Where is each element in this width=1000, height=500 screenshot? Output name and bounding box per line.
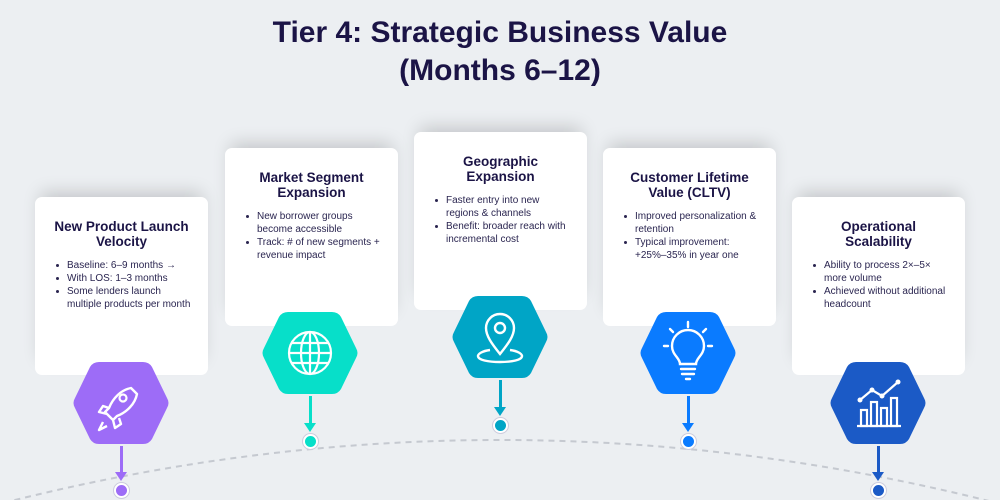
bar-chart-icon (830, 362, 926, 444)
bullet-item: Track: # of new segments + revenue impac… (245, 236, 384, 262)
step-title: Customer Lifetime Value (CLTV) (630, 170, 749, 200)
connector-arrow (876, 446, 880, 478)
bullet-item: Achieved without additional headcount (812, 285, 951, 311)
rocket-icon (73, 362, 169, 444)
arrowhead-icon (115, 472, 127, 481)
lightbulb-icon (640, 312, 736, 394)
map-pin-icon (452, 296, 548, 378)
timeline-dot (870, 482, 886, 498)
arrowhead-icon (494, 407, 506, 416)
page-title: Tier 4: Strategic Business Value (Months … (0, 14, 1000, 90)
title-line-2: (Months 6–12) (399, 54, 601, 87)
step-title: Operational Scalability (840, 219, 916, 249)
timeline-dot (680, 433, 696, 449)
connector-arrow (308, 396, 312, 429)
connector-arrow (119, 446, 123, 478)
bullet-item: Some lenders launch multiple products pe… (55, 285, 194, 311)
arrowhead-icon (304, 423, 316, 432)
bullet-item: Improved personalization & retention (623, 210, 762, 236)
bullet-item: Faster entry into new regions & channels (434, 194, 573, 220)
connector-arrow (498, 380, 502, 413)
timeline-dot (492, 417, 508, 433)
step-title: Geographic Expansion (462, 154, 538, 184)
step-bullets: Faster entry into new regions & channels… (414, 194, 587, 246)
step-bullets: Baseline: 6–9 months →With LOS: 1–3 mont… (35, 259, 208, 311)
title-line-1: Tier 4: Strategic Business Value (272, 16, 728, 49)
step-card: Customer Lifetime Value (CLTV) Improved p… (603, 148, 776, 326)
connector-arrow (686, 396, 690, 429)
arrowhead-icon (682, 423, 694, 432)
bullet-item: Benefit: broader reach with incremental … (434, 220, 573, 246)
timeline-dot (302, 433, 318, 449)
step-title: New Product Launch Velocity (54, 219, 189, 249)
bullet-item: Ability to process 2×–5× more volume (812, 259, 951, 285)
bullet-item: Typical improvement: +25%–35% in year on… (623, 236, 762, 262)
bullet-item: With LOS: 1–3 months (55, 272, 194, 285)
timeline-dot (113, 482, 129, 498)
arrowhead-icon (872, 472, 884, 481)
globe-icon (262, 312, 358, 394)
step-title: Market Segment Expansion (259, 170, 364, 200)
bullet-item: New borrower groups become accessible (245, 210, 384, 236)
bullet-item: Baseline: 6–9 months → (55, 259, 194, 272)
